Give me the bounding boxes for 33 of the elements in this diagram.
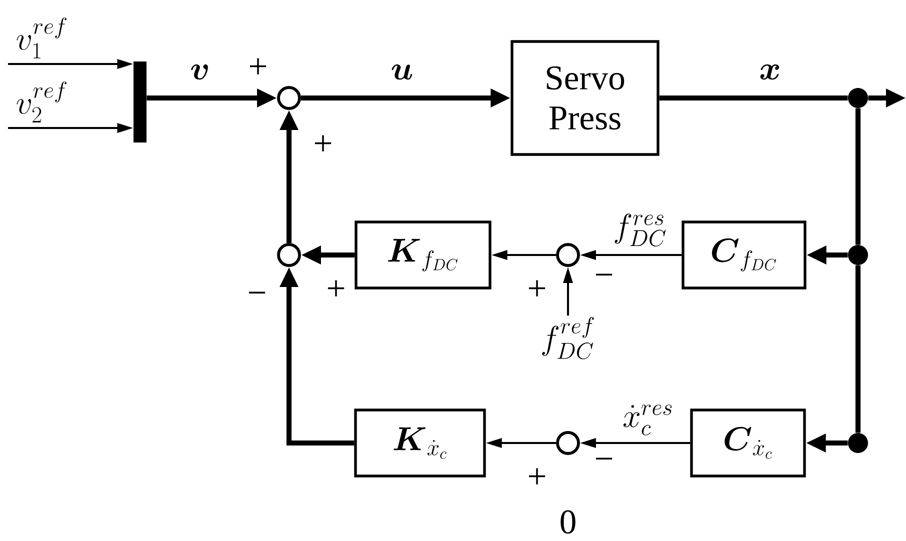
line bbox=[855, 108, 861, 245]
block-box: $\boldsymbol{C}_{\dot{x}_c}$ bbox=[690, 408, 806, 478]
edge-label: $v_2^{ref}$ bbox=[14, 80, 70, 124]
summing-junction bbox=[277, 86, 301, 110]
branch-point bbox=[848, 88, 868, 108]
edge-label: $v_1^{ref}$ bbox=[14, 16, 70, 60]
edge-label: $\boldsymbol{x}$ bbox=[758, 63, 782, 81]
input-label: $f_{DC}^{ref}$ bbox=[542, 317, 594, 360]
sign-label: − bbox=[596, 274, 612, 276]
block-box: $\boldsymbol{K}_{f_{DC}}$ bbox=[354, 220, 492, 290]
branch-point bbox=[848, 245, 868, 265]
sign-label: + bbox=[314, 135, 332, 152]
line bbox=[855, 265, 861, 433]
sign-label: + bbox=[528, 468, 546, 484]
block-box: Servo Press bbox=[510, 40, 660, 156]
sign-label: + bbox=[528, 280, 546, 296]
edge-label: $f_{DC}^{res}$ bbox=[612, 212, 668, 248]
edge-label: $\boldsymbol{v}$ bbox=[188, 63, 212, 81]
summing-junction bbox=[556, 431, 580, 455]
mux-bar bbox=[134, 62, 146, 142]
edge-label: $\boldsymbol{u}$ bbox=[389, 63, 415, 81]
sign-label: − bbox=[248, 292, 266, 294]
summing-junction bbox=[277, 243, 301, 267]
block-box: $\boldsymbol{K}_{\dot{x}_c}$ bbox=[354, 408, 486, 478]
input-label: 0 bbox=[560, 510, 576, 534]
edge-label: $\dot{x}_c^{res}$ bbox=[621, 404, 675, 436]
block-box: $\boldsymbol{C}_{f_{DC}}$ bbox=[682, 220, 806, 290]
sign-label: − bbox=[596, 458, 612, 460]
branch-point bbox=[848, 433, 868, 453]
sign-label: + bbox=[250, 58, 266, 74]
summing-junction bbox=[556, 243, 580, 267]
line bbox=[659, 95, 848, 101]
sign-label: + bbox=[328, 280, 344, 296]
